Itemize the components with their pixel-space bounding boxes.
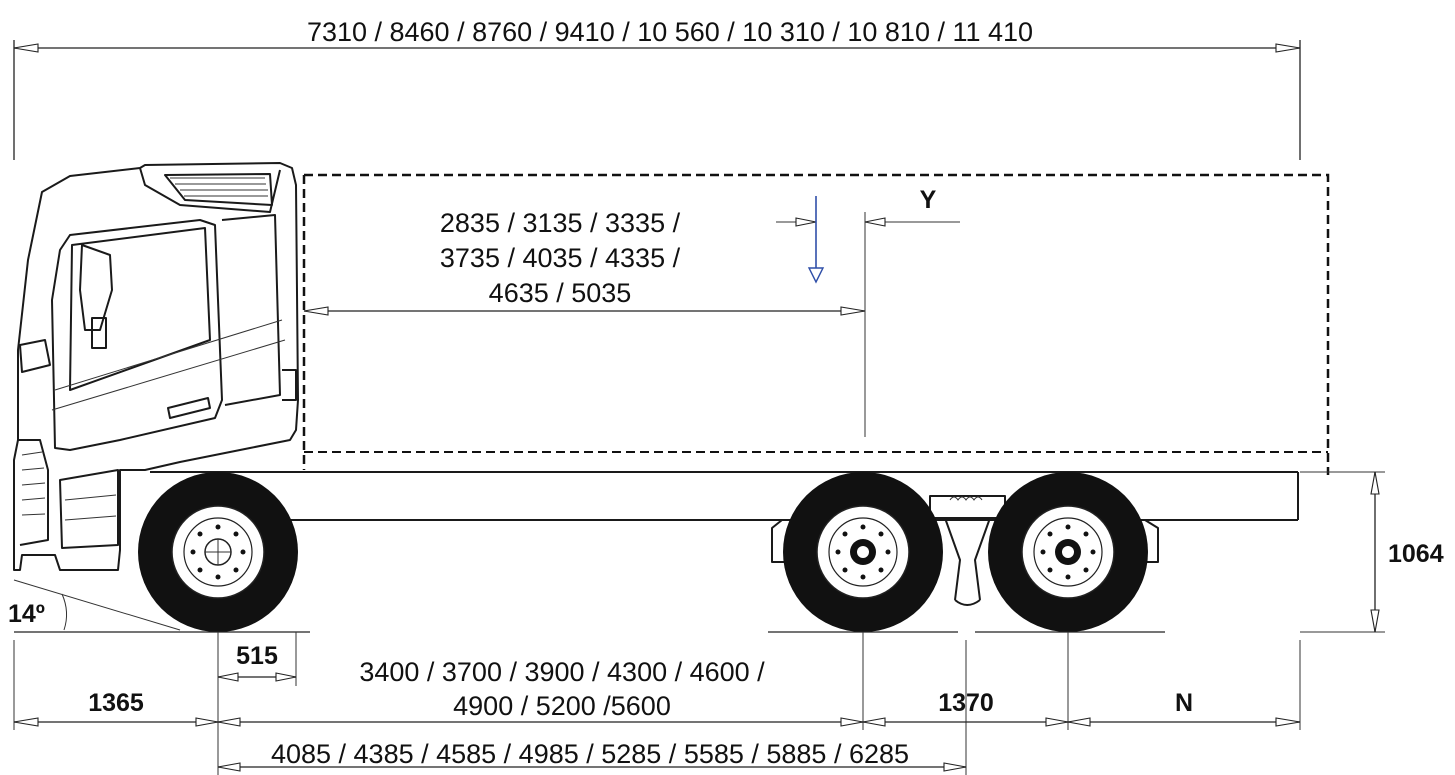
overall-length-dimension: 7310 / 8460 / 8760 / 9410 / 10 560 / 10 … — [13, 17, 1301, 160]
body-cog-line1: 2835 / 3135 / 3335 / — [440, 208, 681, 238]
bogie-spacing-label: 1370 — [938, 689, 994, 717]
front-axle-offset-label: 515 — [236, 642, 278, 670]
wheelbase-line1: 3400 / 3700 / 3900 / 4300 / 4600 / — [359, 657, 765, 687]
front-to-bogie-center-label: 4085 / 4385 / 4585 / 4985 / 5285 / 5585 … — [271, 739, 909, 769]
center-of-gravity-arrow-icon — [807, 196, 825, 284]
y-label: Y — [920, 186, 937, 214]
body-cog-dimension: 2835 / 3135 / 3335 / 3735 / 4035 / 4335 … — [303, 208, 866, 437]
wheelbase-line2: 4900 / 5200 /5600 — [453, 691, 671, 721]
body-cog-line2: 3735 / 4035 / 4335 / — [440, 243, 681, 273]
rear-wheel-2 — [988, 472, 1148, 632]
front-axle-offset-dimension: 515 — [217, 642, 297, 682]
body-outline — [302, 173, 1330, 475]
frame-height-dimension: 1064 — [1370, 471, 1444, 633]
frame-height-label: 1064 — [1388, 540, 1444, 568]
front-to-bogie-center-dimension: 4085 / 4385 / 4585 / 4985 / 5285 / 5585 … — [217, 739, 967, 772]
approach-angle: 14º — [8, 579, 181, 631]
body-cog-line3: 4635 / 5035 — [489, 278, 632, 308]
y-dimension: Y — [776, 186, 960, 227]
rear-overhang-label: N — [1175, 689, 1193, 717]
front-overhang-label: 1365 — [88, 689, 144, 717]
lower-dimension-row: 1365 3400 / 3700 / 3900 / 4300 / 4600 / … — [13, 657, 1301, 727]
overall-length-label: 7310 / 8460 / 8760 / 9410 / 10 560 / 10 … — [307, 17, 1033, 47]
truck-cab — [13, 162, 299, 571]
chassis-frame — [150, 471, 1385, 606]
front-wheel — [138, 472, 298, 632]
approach-angle-label: 14º — [8, 600, 45, 628]
rear-wheel-1 — [783, 472, 943, 632]
